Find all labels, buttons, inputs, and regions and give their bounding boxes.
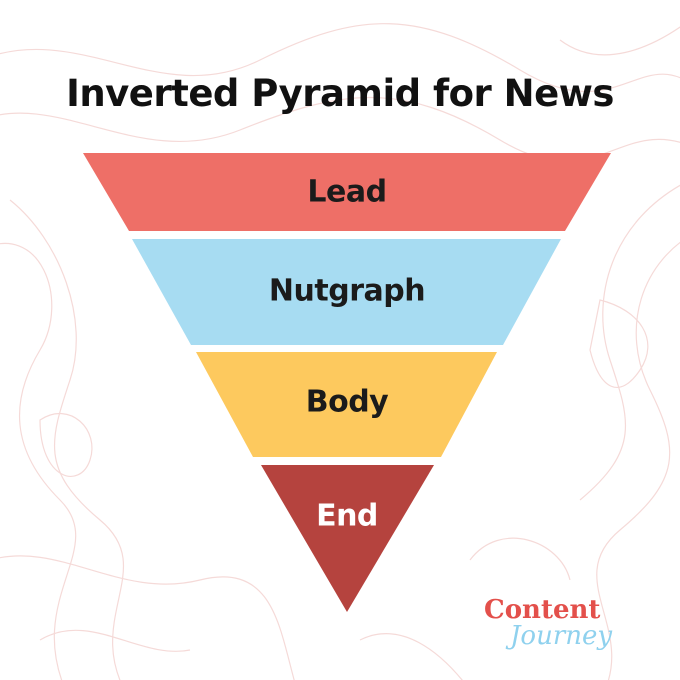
- layer-body-label: Body: [306, 385, 389, 420]
- layer-end-label: End: [316, 499, 378, 534]
- logo-line-2: Journey: [505, 621, 612, 651]
- content-journey-logo: Content Journey: [484, 595, 612, 651]
- diagram-title: Inverted Pyramid for News: [66, 72, 614, 115]
- layer-lead-label: Lead: [307, 175, 386, 210]
- logo-line-1: Content: [484, 595, 600, 625]
- layer-lead-shape: [83, 153, 611, 231]
- layer-nutgraph-label: Nutgraph: [269, 274, 425, 309]
- layer-nutgraph-shape: [132, 239, 561, 345]
- layer-body-shape: [196, 352, 497, 457]
- layer-end-shape: [261, 465, 434, 612]
